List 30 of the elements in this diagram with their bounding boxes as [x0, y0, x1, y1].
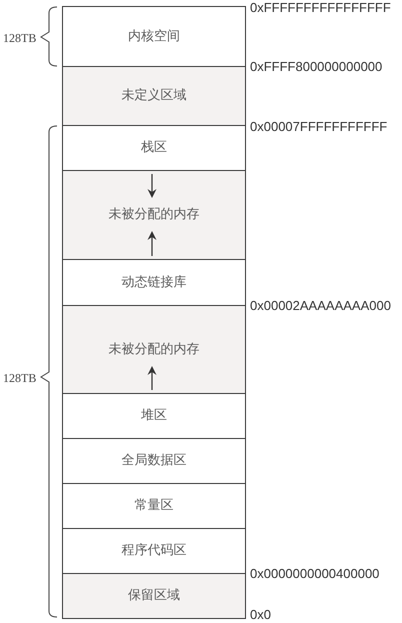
region-label: 保留区域: [128, 588, 180, 604]
region-label: 常量区: [134, 498, 174, 514]
memory-region-box: [62, 528, 246, 574]
memory-region-box: [62, 438, 246, 484]
region-label: 内核空间: [128, 28, 180, 44]
memory-region-box: [62, 393, 246, 439]
region-label: 栈区: [141, 140, 167, 156]
memory-region-box: [62, 170, 246, 260]
region-label: 全局数据区: [122, 453, 186, 469]
memory-region-box: [62, 483, 246, 529]
address-label: 0x0: [250, 606, 271, 622]
region-label: 堆区: [141, 408, 167, 424]
memory-region-box: [62, 305, 246, 394]
memory-region-box: [62, 6, 246, 67]
memory-region-box: [62, 66, 246, 126]
size-label: 128TB: [3, 371, 36, 385]
region-label: 未被分配的内存: [108, 342, 200, 358]
address-label: 0x0000000000400000: [250, 566, 380, 580]
region-label: 未定义区域: [122, 88, 186, 104]
address-label: 0x00007FFFFFFFFFFF: [250, 118, 388, 134]
memory-region-box: [62, 573, 246, 619]
memory-region-box: [62, 259, 246, 306]
address-label: 0x00002AAAAAAAA000: [250, 298, 391, 312]
size-label: 128TB: [3, 31, 36, 45]
region-label: 动态链接库: [122, 274, 186, 290]
memory-region-box: [62, 125, 246, 171]
region-label: 程序代码区: [122, 543, 186, 559]
address-label: 0xFFFF800000000000: [250, 58, 382, 74]
region-label: 未被分配的内存: [108, 207, 200, 223]
address-label: 0xFFFFFFFFFFFFFFFF: [250, 0, 391, 14]
